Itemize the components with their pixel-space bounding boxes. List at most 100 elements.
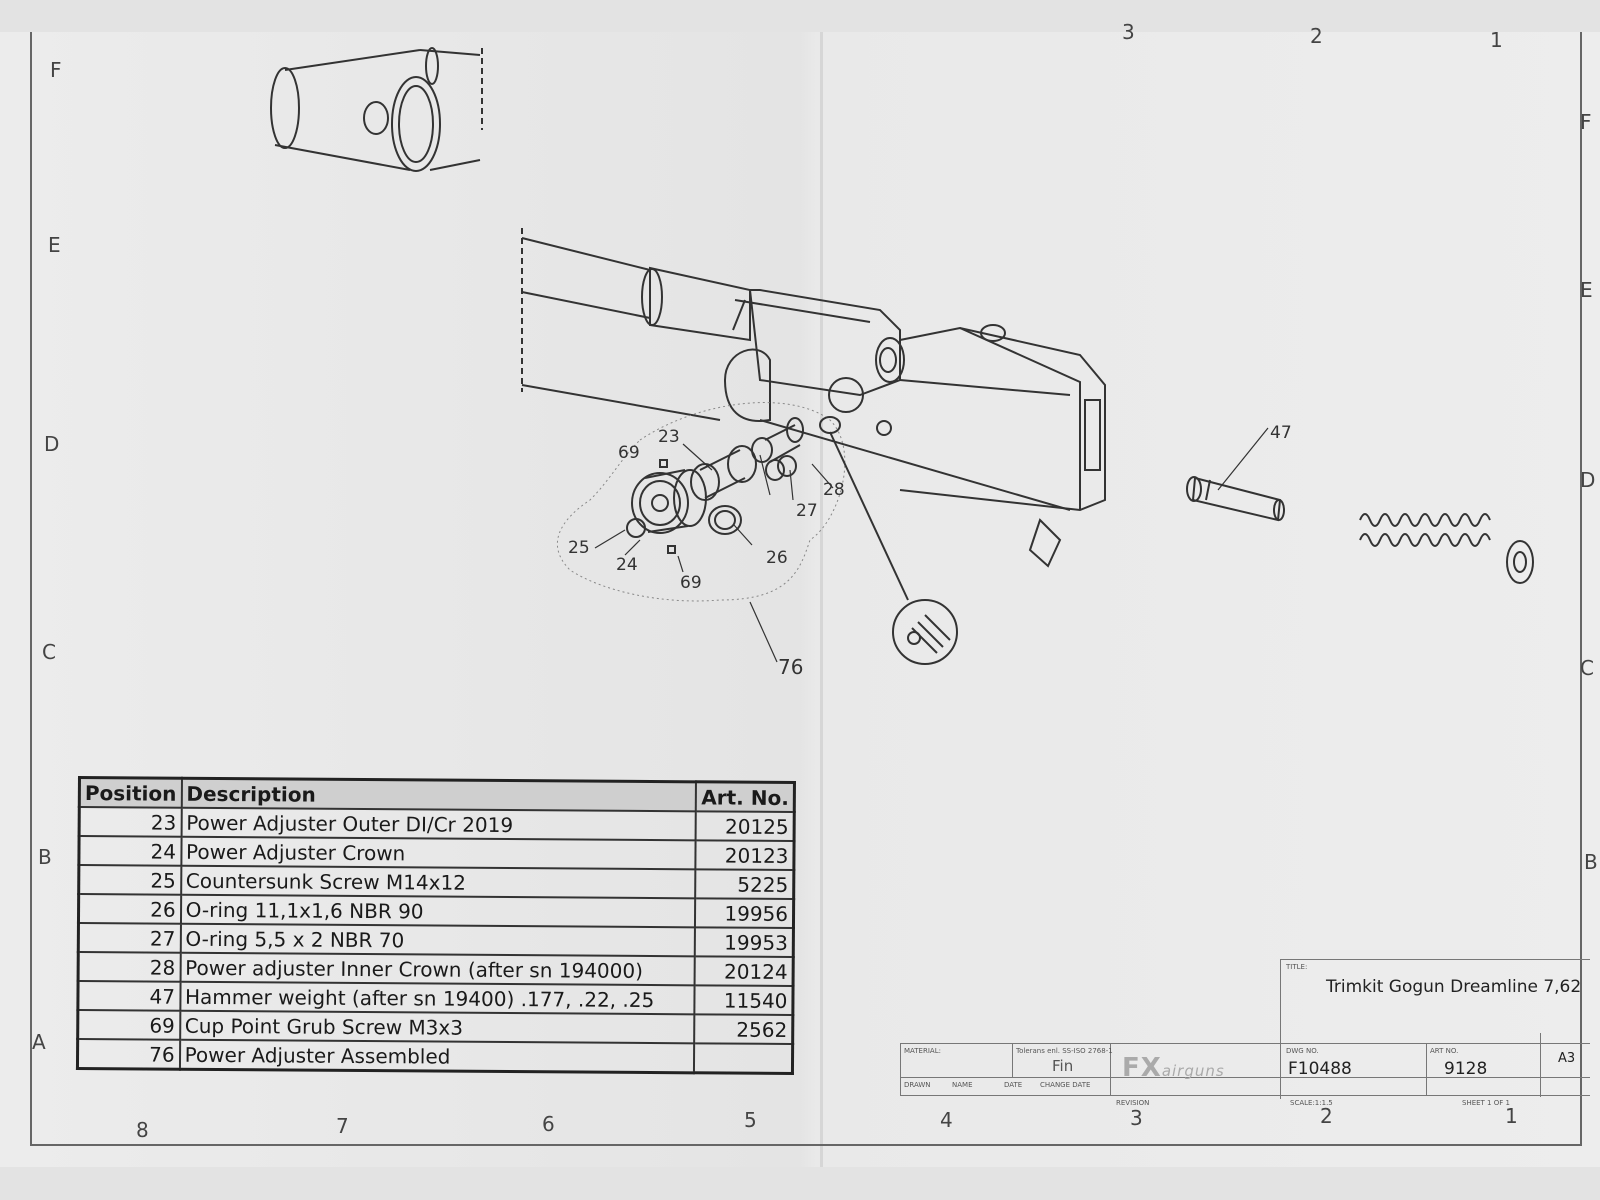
divider <box>1426 1043 1427 1095</box>
zone-label: D <box>1580 468 1596 492</box>
column-header-description: Description <box>181 778 697 812</box>
divider <box>1540 1033 1541 1097</box>
zone-label: E <box>1580 278 1593 302</box>
cell-position: 47 <box>77 981 181 1011</box>
cell-description: Power adjuster Inner Crown (after sn 194… <box>180 952 696 986</box>
cell-position: 26 <box>78 894 181 924</box>
cell-description: Power Adjuster Assembled <box>179 1039 695 1073</box>
divider <box>1280 959 1281 1099</box>
callout-76: 76 <box>778 655 803 679</box>
callout-69: 69 <box>618 443 640 463</box>
zone-label: D <box>44 432 60 456</box>
tolerance-label: Tolerans enl. SS-ISO 2768-1 <box>1016 1047 1113 1055</box>
cell-description: O-ring 5,5 x 2 NBR 70 <box>180 923 696 957</box>
callout-27: 27 <box>796 501 818 521</box>
cell-position: 69 <box>77 1010 180 1040</box>
title-block: TITLE: Trimkit Gogun Dreamline 7,62 MATE… <box>900 955 1590 1107</box>
drawing-title: Trimkit Gogun Dreamline 7,62 <box>1326 977 1582 997</box>
zone-label: F <box>50 58 62 82</box>
title-label: TITLE: <box>1286 963 1308 971</box>
drawing-frame-layer <box>0 32 1600 1167</box>
zone-label: A <box>32 1030 46 1054</box>
divider <box>1280 959 1590 960</box>
parts-list-table: Position Description Art. No. 23 Power A… <box>75 776 796 1076</box>
divider <box>900 1043 901 1095</box>
zone-label: 4 <box>940 1108 953 1132</box>
barrel-shroud-detail <box>270 47 483 172</box>
dwg-no-value: F10488 <box>1288 1059 1352 1079</box>
cell-art-no: 20123 <box>695 840 795 870</box>
divider <box>900 1043 1590 1044</box>
callout-23: 23 <box>658 427 680 447</box>
sheet-label: SHEET 1 OF 1 <box>1462 1099 1510 1107</box>
zone-label: 2 <box>1320 1104 1333 1128</box>
zone-label: E <box>48 233 61 257</box>
table-row: 76 Power Adjuster Assembled <box>77 1039 793 1074</box>
receiver-assembly <box>521 228 1106 568</box>
cell-art-no: 11540 <box>694 985 794 1015</box>
cell-art-no: 5225 <box>695 869 794 899</box>
hammer-spring <box>1359 513 1534 584</box>
zone-label: 6 <box>542 1112 555 1136</box>
cell-art-no: 20124 <box>695 956 794 986</box>
hammer-weight-47 <box>1186 476 1285 522</box>
material-label: MATERIAL: <box>904 1047 941 1055</box>
paper-fold <box>820 32 823 1167</box>
cell-position: 24 <box>78 836 182 866</box>
fx-airguns-logo: FXairguns <box>1122 1053 1225 1083</box>
cell-description: O-ring 11,1x1,6 NBR 90 <box>180 894 696 928</box>
art-no-value: 9128 <box>1444 1059 1488 1079</box>
name-label: NAME <box>952 1081 973 1089</box>
cell-art-no: 19953 <box>695 927 794 957</box>
zone-label: 7 <box>336 1114 349 1138</box>
zone-label: 3 <box>1130 1106 1143 1130</box>
grub-screw-detail <box>829 431 958 665</box>
sheet-size: A3 <box>1558 1051 1576 1066</box>
cell-description: Hammer weight (after sn 19400) .177, .22… <box>179 981 696 1015</box>
cell-description: Power Adjuster Crown <box>180 836 697 870</box>
date-label: DATE <box>1004 1081 1023 1089</box>
zone-label: 8 <box>136 1118 149 1142</box>
column-header-position: Position <box>79 777 182 808</box>
revision-label: REVISION <box>1116 1099 1150 1107</box>
zone-label: 1 <box>1490 28 1503 52</box>
zone-label: C <box>42 640 56 664</box>
column-header-art-no: Art. No. <box>696 781 795 813</box>
zone-label: F <box>1580 110 1592 134</box>
dwg-no-label: DWG NO. <box>1286 1047 1319 1055</box>
art-no-label: ART NO. <box>1430 1047 1459 1055</box>
cell-description: Power Adjuster Outer DI/Cr 2019 <box>181 807 697 841</box>
divider <box>900 1095 1590 1096</box>
cell-position: 27 <box>78 923 181 953</box>
divider <box>900 1077 1590 1078</box>
drawing-sheet <box>0 32 1600 1167</box>
cell-description: Cup Point Grub Screw M3x3 <box>179 1010 695 1044</box>
cell-position: 23 <box>79 807 182 837</box>
zone-label: 5 <box>744 1108 757 1132</box>
cell-position: 28 <box>78 952 181 982</box>
scale-label: SCALE:1:1.5 <box>1290 1099 1333 1107</box>
change-date-label: CHANGE DATE <box>1040 1081 1091 1089</box>
callout-28: 28 <box>823 480 845 500</box>
zone-label: B <box>1584 850 1598 874</box>
zone-label: B <box>38 845 52 869</box>
divider <box>1012 1043 1013 1077</box>
cell-position: 25 <box>78 865 181 895</box>
callout-24: 24 <box>616 555 638 575</box>
callout-25: 25 <box>568 538 590 558</box>
cell-art-no <box>694 1043 793 1074</box>
cell-position: 76 <box>77 1039 180 1070</box>
cell-art-no: 2562 <box>694 1014 793 1044</box>
drawing-border <box>30 32 1582 1146</box>
cell-art-no: 20125 <box>696 811 795 842</box>
cell-description: Countersunk Screw M14x12 <box>180 865 696 899</box>
callout-26: 26 <box>766 548 788 568</box>
finish-value: Fin <box>1052 1057 1074 1075</box>
zone-label: 2 <box>1310 24 1323 48</box>
zone-label: C <box>1580 656 1594 680</box>
callout-69: 69 <box>680 573 702 593</box>
cell-art-no: 19956 <box>695 898 794 928</box>
zone-label: 1 <box>1505 1104 1518 1128</box>
drawn-label: DRAWN <box>904 1081 931 1089</box>
